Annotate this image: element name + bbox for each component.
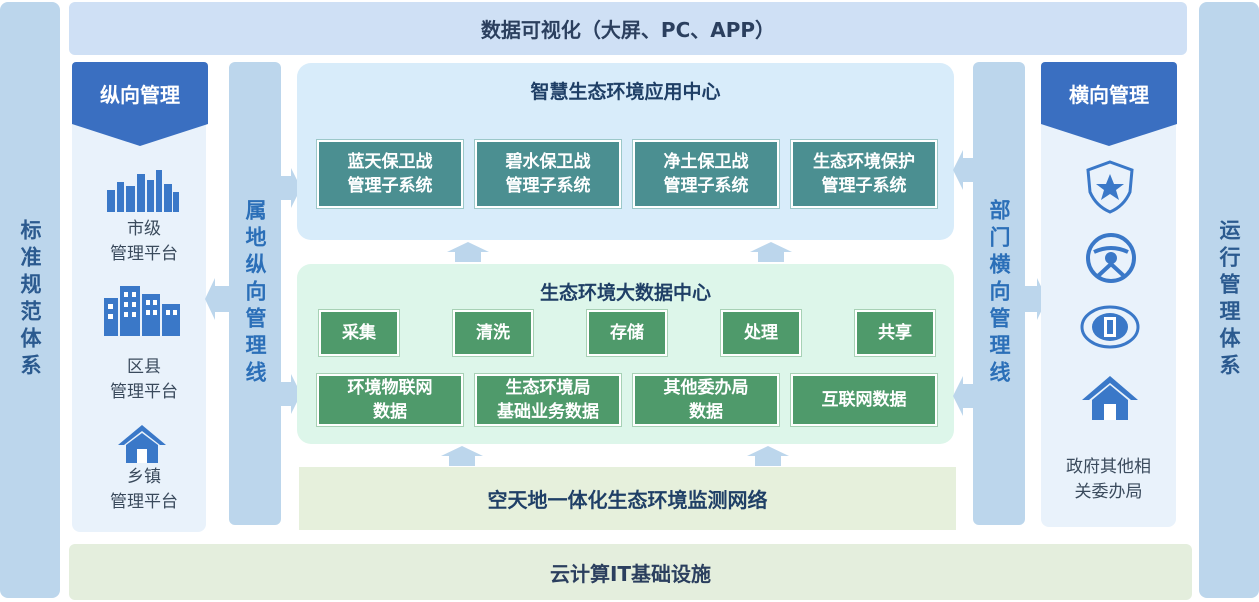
clear-water-subsystem-box: 碧水保卫战管理子系统 [475, 140, 621, 208]
tax-emblem-icon [1080, 304, 1140, 350]
standards-system-bar: 标准规范体系 [0, 2, 60, 598]
monitoring-network-bar: 空天地一体化生态环境监测网络 [299, 467, 956, 530]
arrow-right-icon [281, 374, 301, 414]
chevron-down-icon [1041, 124, 1177, 146]
process-box: 处理 [721, 310, 801, 356]
police-badge-icon [1084, 160, 1136, 214]
share-box: 共享 [855, 310, 935, 356]
store-box: 存储 [587, 310, 667, 356]
eco-bureau-data-box: 生态环境局基础业务数据 [475, 374, 621, 426]
city-skyline-icon [105, 168, 180, 212]
departmental-horizontal-management-line: 部门横向管理线 [973, 62, 1025, 525]
chevron-down-icon [72, 124, 208, 146]
internet-data-box: 互联网数据 [791, 374, 937, 426]
arrow-up-icon [447, 242, 489, 262]
arrow-left-icon [953, 150, 973, 190]
clean-soil-subsystem-box: 净土保卫战管理子系统 [633, 140, 779, 208]
arrow-left-icon [205, 278, 229, 320]
app-center-title: 智慧生态环境应用中心 [530, 81, 721, 103]
other-bureaus-data-box: 其他委办局数据 [633, 374, 779, 426]
city-platform-label: 市级 管理平台 [110, 219, 178, 264]
arrow-left-icon [953, 376, 973, 416]
township-platform-label: 乡镇 管理平台 [110, 467, 178, 512]
operations-system-bar: 运行管理体系 [1199, 2, 1259, 598]
horizontal-management-title: 横向管理 [1041, 62, 1177, 124]
transport-emblem-icon [1084, 232, 1138, 284]
buildings-icon [102, 284, 182, 336]
arrow-up-icon [441, 446, 483, 466]
vertical-management-title: 纵向管理 [72, 62, 208, 124]
iot-data-box: 环境物联网数据 [317, 374, 463, 426]
data-visualization-bar: 数据可视化（大屏、PC、APP） [69, 2, 1187, 55]
arrow-up-icon [750, 242, 792, 262]
house-icon [1080, 374, 1140, 422]
arrow-right-icon [281, 168, 301, 208]
collect-box: 采集 [319, 310, 399, 356]
cloud-infrastructure-bar: 云计算IT基础设施 [69, 544, 1192, 600]
blue-sky-subsystem-box: 蓝天保卫战管理子系统 [317, 140, 463, 208]
eco-protection-subsystem-box: 生态环境保护管理子系统 [791, 140, 937, 208]
arrow-up-icon [747, 446, 789, 466]
other-bureaus-label: 政府其他相 关委办局 [1066, 457, 1151, 502]
data-center-title: 生态环境大数据中心 [539, 282, 711, 304]
clean-box: 清洗 [453, 310, 533, 356]
district-platform-label: 区县 管理平台 [110, 357, 178, 402]
house-icon [116, 423, 168, 465]
territorial-vertical-management-line: 属地纵向管理线 [229, 62, 281, 525]
